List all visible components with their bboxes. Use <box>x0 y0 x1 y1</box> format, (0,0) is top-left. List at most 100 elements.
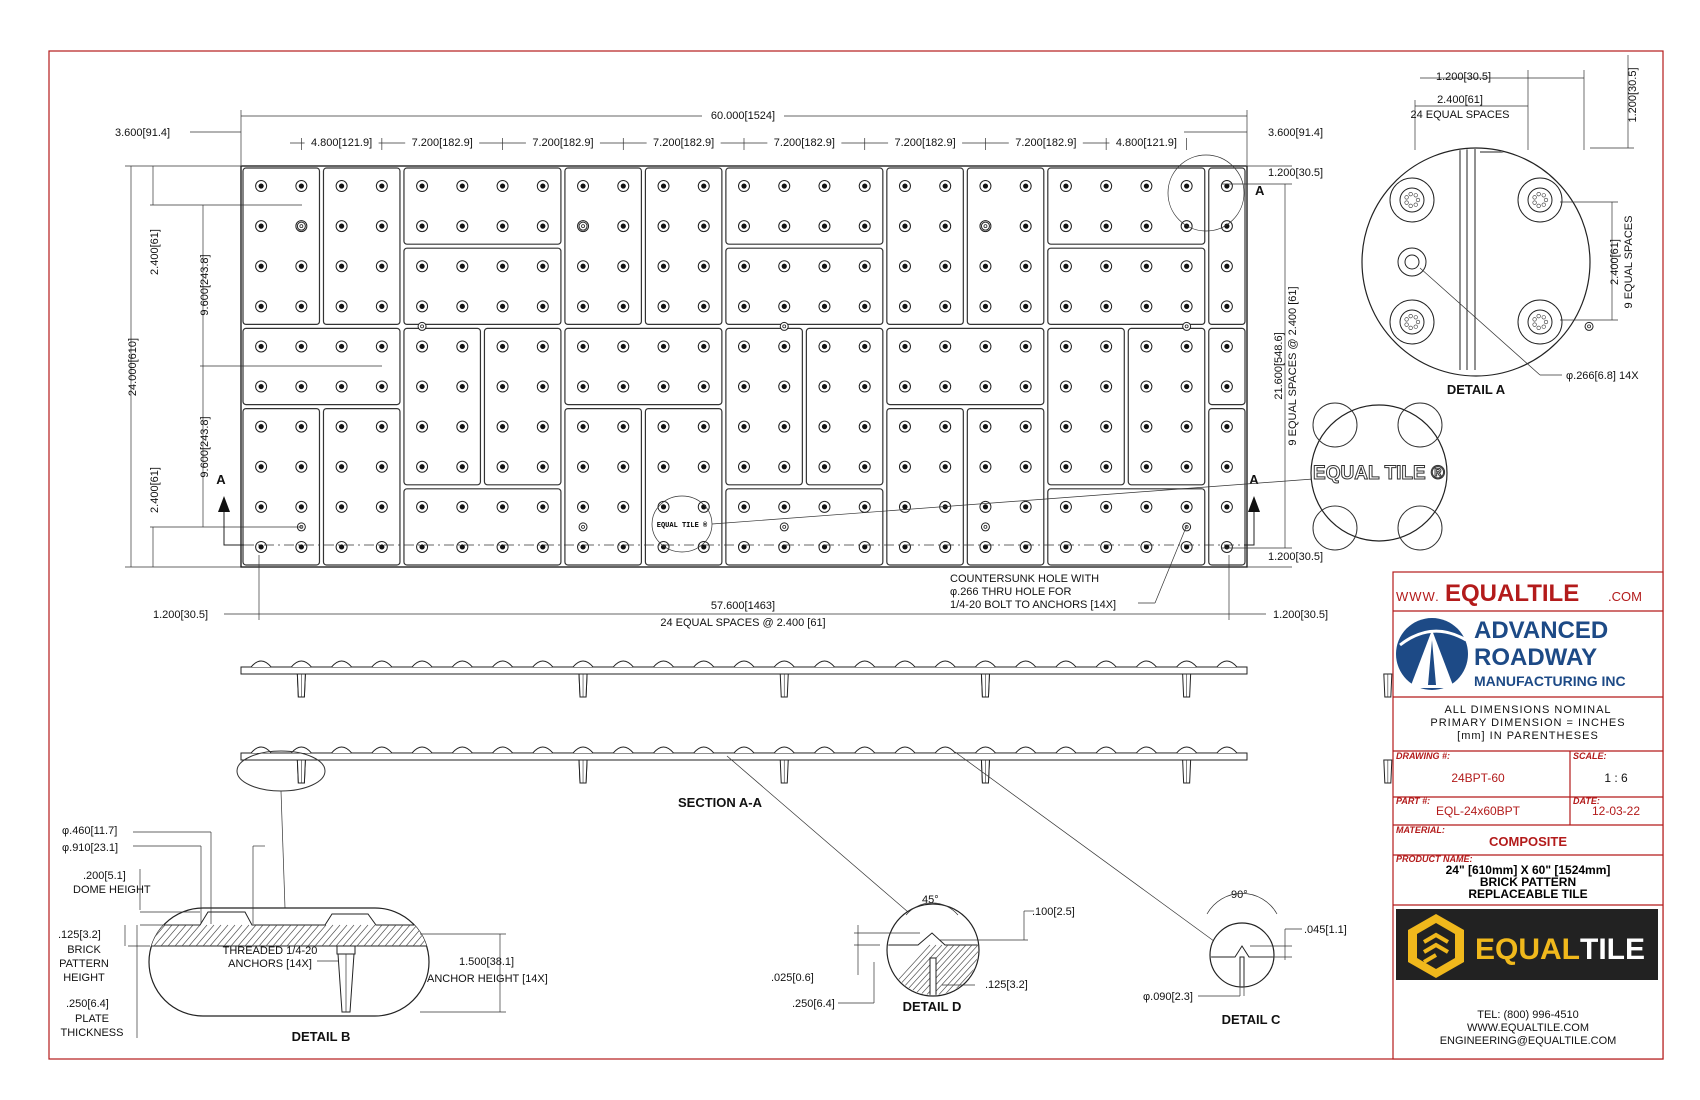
dome-center <box>620 183 626 189</box>
dim-bottom-left-edge: 1.200[30.5] <box>153 609 208 621</box>
dome-center <box>1023 424 1029 430</box>
detail-c-angle: 90° <box>1231 889 1248 901</box>
dim-right-edge: 3.600[91.4] <box>1268 127 1323 139</box>
dome-center <box>298 424 304 430</box>
detail-a-dome-dot <box>1404 195 1409 200</box>
hatch <box>933 944 978 995</box>
detail-b-anchor-h: 1.500[38.1] <box>459 956 514 968</box>
dome-center <box>942 223 948 229</box>
brick-7 <box>725 247 884 325</box>
brick-23 <box>242 408 321 566</box>
dome-center <box>1184 464 1190 470</box>
dome-center <box>1143 464 1149 470</box>
brick-18 <box>805 327 884 486</box>
detail-a: φ.266[6.8] 14X DETAIL A 1.200[30.5] 2.40… <box>1361 55 1639 397</box>
dome-center <box>298 343 304 350</box>
dome-center <box>419 183 425 189</box>
dome-center <box>339 223 345 229</box>
detail-d: 45° .100[2.5] .025[0.6] .125[3.2] .250[6… <box>771 894 1075 1014</box>
detail-a-dome-dot <box>1404 322 1409 327</box>
dome-center <box>379 223 385 229</box>
detail-a-dome-dot <box>1543 319 1549 325</box>
span-bg <box>304 135 379 149</box>
dome-center <box>862 504 868 510</box>
span-bg <box>1008 135 1083 149</box>
detail-a-hole: φ.266[6.8] 14X <box>1566 370 1639 382</box>
span-label-4: 7.200[182.9] <box>774 137 835 149</box>
side-dome <box>854 746 876 754</box>
side-dome <box>1095 660 1117 668</box>
detail-c: 90° .045[1.1] φ.090[2.3] DETAIL C <box>1143 889 1347 1027</box>
detail-a-dome-dot <box>1532 322 1537 327</box>
dim-right-bottom-edge: 1.200[30.5] <box>1268 551 1323 563</box>
side-dome <box>975 746 996 754</box>
detail-b-d910: φ.910[23.1] <box>62 842 118 854</box>
detail-a-dome-dot <box>1404 200 1409 205</box>
dome-center <box>701 383 707 390</box>
brick-26 <box>564 408 642 566</box>
hatch <box>988 945 1038 1000</box>
note-1: ALL DIMENSIONS NOMINAL <box>1444 704 1611 716</box>
brick-28 <box>725 488 884 566</box>
dome-center <box>499 183 506 189</box>
span-bg <box>767 135 842 149</box>
dome-center <box>419 343 425 350</box>
detail-b-d460: φ.460[11.7] <box>62 825 117 837</box>
detail-a-dome-dot <box>1541 315 1546 320</box>
detail-b-brick-label-3: HEIGHT <box>63 972 105 984</box>
brick-27 <box>644 408 723 566</box>
dome-center <box>1023 263 1029 269</box>
dome-center <box>580 303 586 309</box>
dome-center <box>741 424 747 430</box>
dome-center <box>902 343 908 350</box>
dome-center <box>459 383 465 390</box>
dome-center <box>620 464 626 470</box>
side-dome <box>451 660 473 668</box>
brick-16 <box>564 327 723 406</box>
material-value: COMPOSITE <box>1489 834 1567 849</box>
dome-center <box>902 303 908 309</box>
brick-29 <box>886 408 964 566</box>
dome-center <box>1184 424 1190 430</box>
side-dome <box>371 746 393 754</box>
dome-center <box>660 303 667 309</box>
dome-center <box>1143 303 1149 309</box>
dome-center <box>902 504 908 510</box>
dome-center <box>982 343 989 350</box>
dome-center <box>701 544 707 550</box>
dome-center <box>862 223 868 229</box>
dome-center <box>580 343 586 350</box>
anchor-hole-inner <box>299 224 304 229</box>
dome-center <box>1224 504 1230 510</box>
dome-center <box>1103 464 1109 470</box>
dim-right-overall: 21.600[548.6] <box>1273 332 1285 399</box>
brick-5 <box>644 167 723 325</box>
detail-a-dome-dot <box>1536 314 1541 319</box>
brick-12 <box>1208 167 1246 325</box>
company-line-3: MANUFACTURING INC <box>1474 673 1626 689</box>
detail-c-d090: φ.090[2.3] <box>1143 991 1193 1003</box>
dome-center <box>459 544 465 550</box>
dome-center <box>540 383 546 390</box>
dome-center <box>580 544 586 550</box>
detail-a-dome-dot <box>1536 203 1541 208</box>
side-dome <box>814 746 835 754</box>
bottom-dimensions: 1.200[30.5] 1.200[30.5] 57.600[1463] 24 … <box>153 555 1328 629</box>
arm-logo-icon <box>1396 618 1468 690</box>
side-dome <box>693 660 715 668</box>
span-label-7: 4.800[121.9] <box>1116 137 1177 149</box>
brick-9 <box>966 167 1045 325</box>
side-dome <box>250 660 272 668</box>
dome-center <box>580 263 586 269</box>
brick-21 <box>1127 327 1206 486</box>
dome-center <box>1023 183 1029 189</box>
dome-center <box>1023 544 1029 550</box>
brick-11 <box>1047 247 1206 325</box>
anchor-hole-inner <box>420 324 424 329</box>
scale-label: SCALE: <box>1573 751 1607 761</box>
dome-center <box>741 223 747 229</box>
dome-center <box>298 464 304 470</box>
span-bg <box>646 135 721 149</box>
dome-center <box>1184 544 1190 550</box>
dome-center <box>298 303 304 309</box>
